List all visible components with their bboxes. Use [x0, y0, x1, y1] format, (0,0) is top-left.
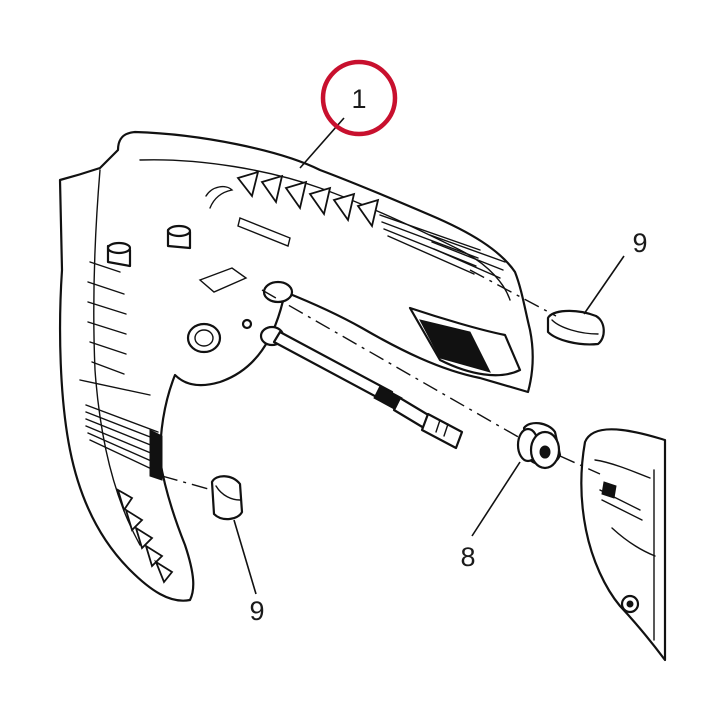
lower-grille [85, 404, 163, 481]
callout-plug-right: 9 [632, 228, 647, 258]
rubber-plug-right[interactable] [546, 309, 605, 346]
rubber-plug-left[interactable] [210, 475, 244, 521]
cable-assembly[interactable] [259, 325, 464, 450]
mounting-posts [106, 224, 294, 354]
mating-housing [580, 428, 667, 662]
callout-housing: 1 [351, 84, 366, 114]
grommet-part[interactable] [516, 422, 562, 470]
callout-grommet: 8 [460, 542, 475, 572]
bottom-teeth [116, 488, 174, 584]
callout-plug-left: 9 [249, 596, 264, 626]
highlight-ring [320, 59, 398, 137]
housing-part[interactable] [58, 130, 534, 602]
side-vents [79, 261, 151, 396]
top-vents [236, 170, 506, 279]
assembly-lines [161, 269, 601, 491]
